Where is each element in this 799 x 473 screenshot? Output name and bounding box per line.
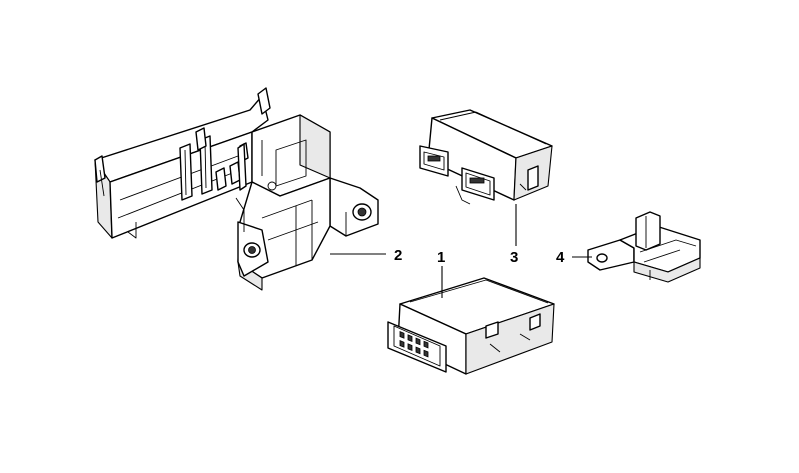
- part-2-bracket-holder: [94, 87, 379, 291]
- leader-lines: [330, 204, 592, 298]
- part-3-control-module-upper: [419, 109, 553, 205]
- callout-4: 4: [556, 249, 565, 266]
- connector-pins: [399, 331, 429, 358]
- callout-1: 1: [437, 249, 445, 266]
- callout-2: 2: [394, 247, 402, 264]
- part-4-small-bracket: [587, 211, 701, 283]
- callout-labels: 2 1 3 4: [394, 247, 565, 266]
- part-1-control-module-lower: [387, 277, 555, 375]
- callout-3: 3: [510, 249, 518, 266]
